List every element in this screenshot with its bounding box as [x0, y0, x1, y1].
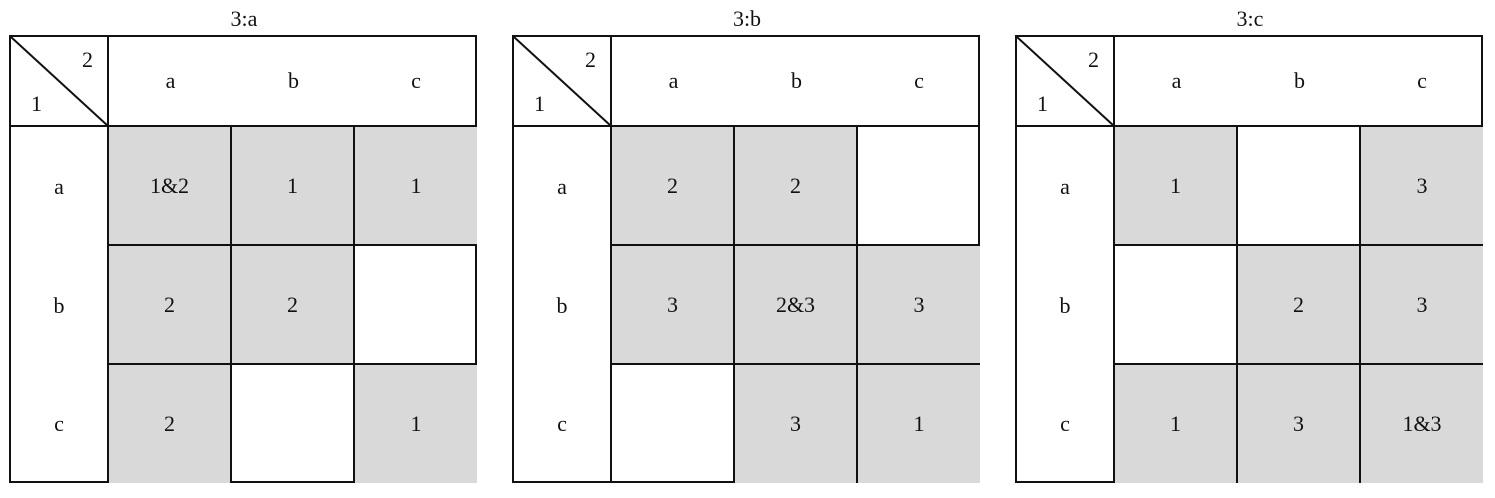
- table-cell: 3: [735, 365, 858, 483]
- table-cell: [232, 365, 355, 483]
- row-header: a: [11, 127, 109, 246]
- table-cell: [612, 365, 735, 483]
- table-cell: 2: [232, 246, 355, 365]
- table-title: 3:c: [1236, 6, 1264, 31]
- corner-label-bottom: 1: [1037, 91, 1048, 116]
- table-cell: 1: [858, 365, 980, 483]
- col-header: b: [1238, 37, 1361, 127]
- table-cell: 1&3: [1361, 365, 1483, 483]
- row-header: c: [514, 365, 612, 483]
- corner-label-top: 2: [1088, 47, 1099, 72]
- table-cell: [1115, 246, 1238, 365]
- table-cell: [858, 127, 980, 246]
- col-header: b: [232, 37, 355, 127]
- col-header: c: [858, 37, 980, 127]
- table-cell: 3: [612, 246, 735, 365]
- corner-label-bottom: 1: [534, 91, 545, 116]
- table-cell: 3: [858, 246, 980, 365]
- row-header: c: [11, 365, 109, 483]
- corner-label-top: 2: [82, 47, 93, 72]
- row-header: c: [1017, 365, 1115, 483]
- corner-cell: 2 1: [11, 37, 109, 127]
- col-header: a: [109, 37, 232, 127]
- table-title: 3:b: [732, 6, 762, 31]
- table-cell: 1: [1115, 365, 1238, 483]
- table-cell: [1238, 127, 1361, 246]
- row-header: b: [11, 246, 109, 365]
- corner-label-bottom: 1: [31, 91, 42, 116]
- col-header: c: [355, 37, 477, 127]
- table-cell: 1&2: [109, 127, 232, 246]
- row-header: b: [1017, 246, 1115, 365]
- table-cell: 2: [1238, 246, 1361, 365]
- corner-cell: 2 1: [1017, 37, 1115, 127]
- col-header: c: [1361, 37, 1483, 127]
- row-header: a: [514, 127, 612, 246]
- table-cell: 1: [232, 127, 355, 246]
- table-cell: 2: [735, 127, 858, 246]
- corner-cell: 2 1: [514, 37, 612, 127]
- table-cell: 2&3: [735, 246, 858, 365]
- col-header: a: [612, 37, 735, 127]
- table-cell: 2: [109, 365, 232, 483]
- table-cell: 2: [109, 246, 232, 365]
- table-cell: 2: [612, 127, 735, 246]
- diagonal-line-icon: [1017, 37, 1115, 127]
- table-cell: 1: [355, 365, 477, 483]
- row-header: a: [1017, 127, 1115, 246]
- table-cell: 3: [1361, 246, 1483, 365]
- table-cell: [355, 246, 477, 365]
- col-header: a: [1115, 37, 1238, 127]
- corner-label-top: 2: [585, 47, 596, 72]
- row-header: b: [514, 246, 612, 365]
- table-cell: 3: [1361, 127, 1483, 246]
- table-title: 3:a: [230, 6, 258, 31]
- table-cell: 3: [1238, 365, 1361, 483]
- table-cell: 1: [355, 127, 477, 246]
- col-header: b: [735, 37, 858, 127]
- diagonal-line-icon: [514, 37, 612, 127]
- diagonal-line-icon: [11, 37, 109, 127]
- table-cell: 1: [1115, 127, 1238, 246]
